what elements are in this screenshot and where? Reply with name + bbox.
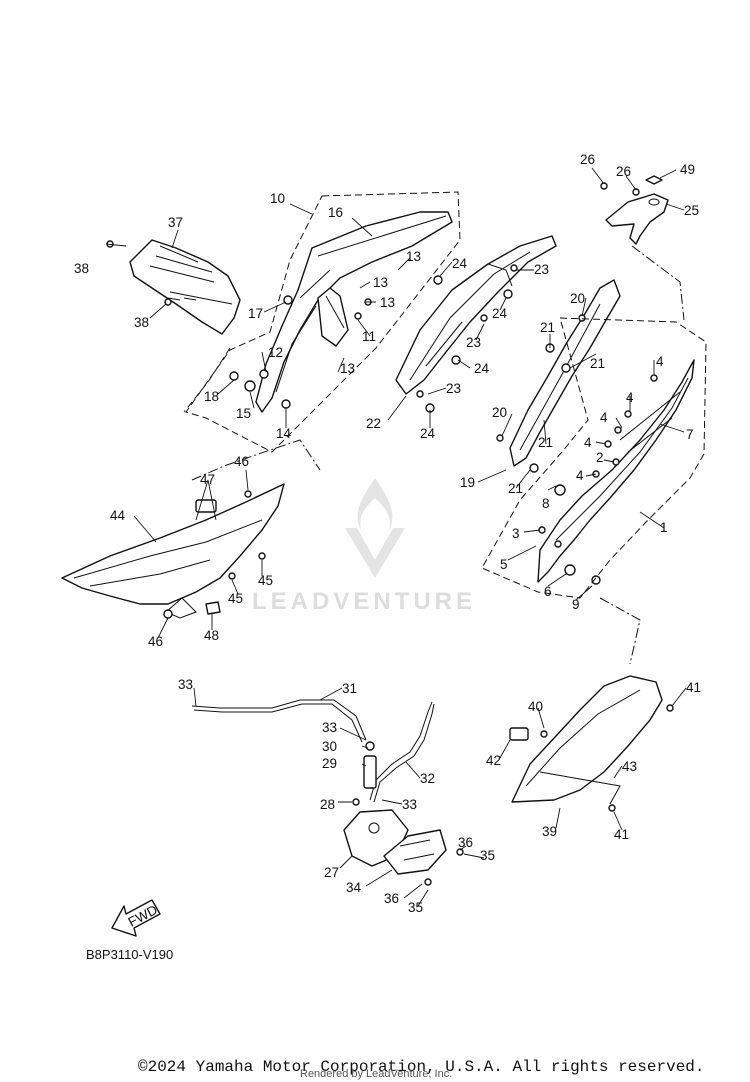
callout-2: 2	[596, 450, 604, 465]
part-44-lower-cover	[61, 483, 285, 619]
callout-4c: 4	[600, 410, 608, 425]
group-outlines	[183, 191, 707, 665]
callout-45b: 45	[228, 591, 243, 606]
callout-27: 27	[324, 865, 339, 880]
callout-42: 42	[486, 753, 501, 768]
callout-46b: 46	[148, 634, 163, 649]
callout-24b: 24	[492, 306, 508, 321]
leader-lines	[105, 167, 687, 907]
callout-11: 11	[362, 329, 376, 344]
callout-6: 6	[544, 584, 552, 599]
watermark-text: LEADVENTURE	[252, 588, 476, 615]
callout-24d: 24	[420, 426, 436, 441]
callout-28: 28	[320, 797, 335, 812]
callout-35b: 35	[408, 900, 423, 915]
callout-12: 12	[268, 345, 283, 360]
callout-20b: 20	[492, 405, 507, 420]
callout-9: 9	[572, 597, 580, 612]
callout-18: 18	[204, 389, 219, 404]
rendered-by-notice: Rendered by LeadVenture, Inc.	[300, 1068, 453, 1080]
callout-21b: 21	[590, 356, 605, 371]
callout-13b: 13	[373, 275, 388, 290]
callout-48: 48	[204, 628, 219, 643]
callout-13c: 13	[380, 295, 395, 310]
callout-26b: 26	[616, 164, 631, 179]
callout-38a: 38	[74, 261, 89, 276]
callout-21a: 21	[540, 320, 555, 335]
callout-16: 16	[328, 205, 343, 220]
callout-41b: 41	[614, 827, 629, 842]
fwd-arrow: FWD	[111, 899, 161, 937]
callout-13d: 13	[340, 361, 355, 376]
callout-21c: 21	[538, 435, 553, 450]
callout-20a: 20	[570, 291, 585, 306]
v-logo-icon	[345, 528, 405, 578]
callout-4a: 4	[656, 354, 664, 369]
callout-32: 32	[420, 771, 435, 786]
callout-14: 14	[276, 426, 292, 441]
callout-38b: 38	[134, 315, 149, 330]
callout-34: 34	[346, 880, 362, 895]
flame-logo-icon	[357, 478, 393, 532]
part-10-cover	[255, 211, 453, 413]
callout-numbers: 1 2 3 4 4 4 4 4 5 6 7 8 9 10 11 12 13 13…	[74, 152, 701, 915]
callout-4e: 4	[576, 468, 584, 483]
part-39-lower-cover	[509, 675, 674, 812]
callout-39: 39	[542, 824, 557, 839]
callout-1: 1	[660, 520, 668, 535]
callout-41a: 41	[686, 680, 701, 695]
part-19-stay	[509, 279, 621, 467]
callout-7: 7	[686, 427, 694, 442]
callout-37: 37	[168, 215, 183, 230]
callout-22: 22	[366, 416, 381, 431]
callout-49: 49	[680, 162, 695, 177]
part-22-panel	[395, 235, 557, 395]
diagram-code: B8P3110-V190	[86, 947, 173, 962]
callout-23c: 23	[446, 381, 461, 396]
callout-36b: 36	[384, 891, 399, 906]
callout-44: 44	[110, 508, 126, 523]
callout-31: 31	[342, 681, 357, 696]
copyright-notice: ©2024 Yamaha Motor Corporation, U.S.A. A…	[138, 1058, 705, 1076]
callout-33c: 33	[402, 797, 417, 812]
callout-26a: 26	[580, 152, 595, 167]
callout-8: 8	[542, 496, 550, 511]
callout-25: 25	[684, 203, 699, 218]
callout-43: 43	[622, 759, 637, 774]
callout-47: 47	[200, 472, 215, 487]
callout-23a: 23	[534, 262, 549, 277]
callout-17: 17	[248, 306, 263, 321]
callout-30: 30	[322, 739, 337, 754]
callout-23b: 23	[466, 335, 481, 350]
callout-21d: 21	[508, 481, 523, 496]
leadventure-watermark: LEADVENTURE	[252, 478, 476, 615]
part-1-side-cover	[537, 359, 695, 583]
callout-19: 19	[460, 475, 475, 490]
callout-4b: 4	[626, 390, 634, 405]
callout-46a: 46	[234, 454, 249, 469]
callout-35a: 35	[480, 848, 495, 863]
part-37-cover	[129, 239, 241, 335]
callout-29: 29	[322, 756, 337, 771]
callout-36a: 36	[458, 835, 473, 850]
callout-5: 5	[500, 557, 508, 572]
callout-33b: 33	[322, 720, 337, 735]
callout-3: 3	[512, 526, 520, 541]
callout-13a: 13	[406, 249, 421, 264]
part-25-bracket	[600, 175, 669, 245]
callout-24c: 24	[474, 361, 490, 376]
callout-33a: 33	[178, 677, 193, 692]
callout-40: 40	[528, 699, 543, 714]
callout-10: 10	[270, 191, 285, 206]
callout-45a: 45	[258, 573, 273, 588]
callout-15: 15	[236, 406, 251, 421]
callout-24a: 24	[452, 256, 468, 271]
callout-4d: 4	[584, 435, 592, 450]
part-31-hose-assembly	[191, 699, 464, 886]
